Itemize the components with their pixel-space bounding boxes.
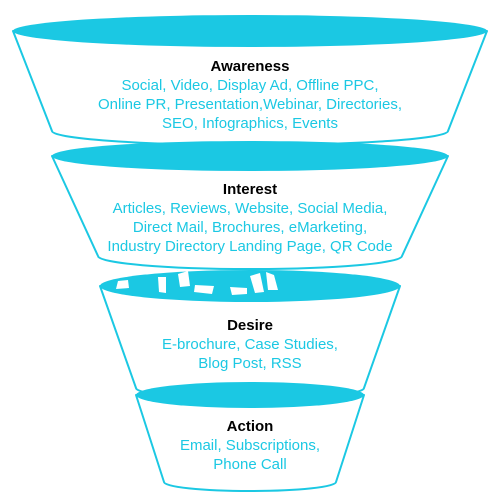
highlight-mark — [178, 271, 190, 287]
action-text: Action Email, Subscriptions, Phone Call — [0, 417, 500, 474]
desire-text: Desire E-brochure, Case Studies, Blog Po… — [0, 316, 500, 373]
action-title: Action — [226, 418, 274, 435]
desire-title: Desire — [227, 317, 273, 334]
action-line: Phone Call — [213, 456, 287, 473]
action-line: Email, Subscriptions, — [179, 437, 321, 454]
awareness-rim — [13, 15, 487, 47]
action-body — [135, 394, 365, 492]
highlight-mark — [158, 277, 166, 293]
awareness-line: Social, Video, Display Ad, Offline PPC, — [121, 77, 379, 94]
awareness-line: Online PR, Presentation,Webinar, Directo… — [97, 96, 403, 113]
highlight-mark — [116, 280, 129, 289]
interest-text: Interest Articles, Reviews, Website, Soc… — [0, 180, 500, 256]
highlight-mark — [230, 287, 247, 295]
funnel-stage-interest — [51, 141, 449, 270]
funnel-stage-awareness — [12, 15, 488, 146]
interest-body — [51, 155, 449, 270]
interest-line: Direct Mail, Brochures, eMarketing, — [132, 219, 368, 236]
highlight-mark — [250, 273, 264, 293]
interest-title: Interest — [222, 181, 278, 198]
desire-line: Blog Post, RSS — [198, 355, 302, 372]
interest-line: Articles, Reviews, Website, Social Media… — [112, 200, 388, 217]
desire-rim — [100, 270, 400, 302]
interest-rim — [52, 141, 448, 171]
action-rim — [136, 382, 364, 408]
desire-rim-highlights — [116, 271, 278, 295]
awareness-text: Awareness Social, Video, Display Ad, Off… — [0, 57, 500, 133]
highlight-mark — [194, 285, 214, 294]
highlight-mark — [266, 272, 278, 290]
interest-line: Industry Directory Landing Page, QR Code — [107, 238, 393, 255]
funnel-stage-action — [135, 382, 365, 492]
awareness-title: Awareness — [210, 58, 290, 75]
awareness-line: SEO, Infographics, Events — [162, 115, 338, 132]
desire-line: E-brochure, Case Studies, — [162, 336, 338, 353]
